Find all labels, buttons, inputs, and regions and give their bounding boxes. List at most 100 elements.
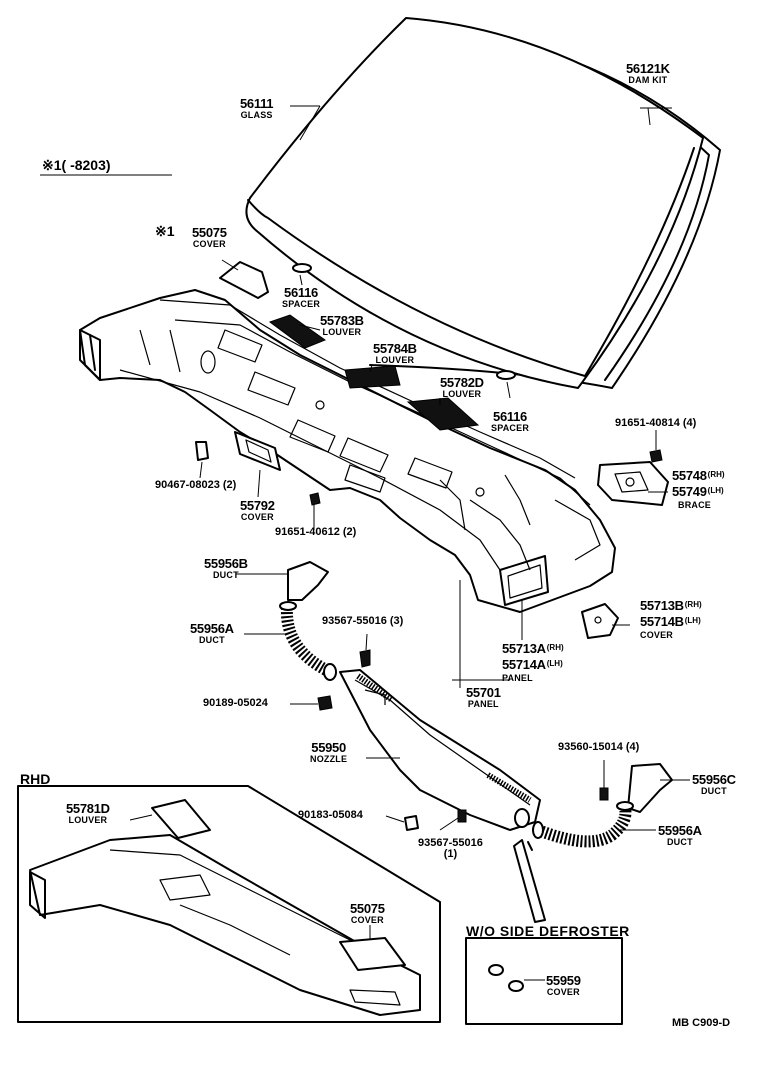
brace-shape — [597, 461, 669, 506]
part-side: (RH) — [546, 643, 564, 652]
part-number: 56116 — [493, 409, 527, 424]
part-desc: SPACER — [491, 423, 530, 433]
clip-90183-shape — [404, 815, 419, 831]
part-number: 55956C — [692, 772, 736, 787]
part-desc: LOUVER — [322, 327, 362, 337]
rhd-panel — [29, 799, 421, 1016]
diagram-code: MB C909-D — [672, 1017, 731, 1029]
part-desc: COVER — [240, 512, 274, 522]
cover-55713b-shape — [581, 603, 619, 639]
part-desc: LOUVER — [375, 355, 415, 365]
windshield-glass — [245, 17, 721, 389]
part-number: 55075 — [192, 225, 227, 240]
part-desc: GLASS — [240, 110, 273, 120]
leader-lines — [129, 105, 690, 981]
label-clip-90183: 90183-05084 — [298, 809, 363, 821]
rhd-label: RHD — [20, 771, 51, 787]
part-qty: (1) — [443, 848, 458, 860]
part-desc: PANEL — [467, 699, 499, 709]
part-desc: NOZZLE — [310, 754, 348, 764]
label-spacer-top: 56116 SPACER — [282, 286, 320, 309]
part-number: 55956A — [658, 823, 702, 838]
part-number: 56121K — [626, 61, 670, 76]
part-number: 55956A — [190, 621, 234, 636]
label-cover-55075: ※1 — [155, 224, 175, 240]
part-number: 55782D — [440, 375, 484, 390]
label-duct-55956a-right: 55956A DUCT — [658, 824, 702, 847]
part-number: 55075 — [350, 901, 385, 916]
label-panel-55713a: 55713A(RH) 55714A(LH) PANEL — [502, 641, 564, 683]
label-spacer-right: 56116 SPACER — [491, 410, 529, 433]
cover-55792-shape — [234, 431, 281, 471]
part-number: 56116 — [284, 285, 318, 300]
louvers — [268, 314, 480, 431]
part-desc: COVER — [192, 239, 226, 249]
part-side: (LH) — [684, 616, 701, 625]
label-bolt-91651-40612: 91651-40612 (2) — [275, 526, 357, 538]
label-cover-55075-text: 55075 COVER — [192, 226, 227, 249]
part-number: 55713B — [640, 598, 684, 613]
cover-55959-shape — [488, 964, 524, 992]
part-number: 55781D — [66, 801, 110, 816]
part-number: 55748 — [672, 468, 707, 483]
part-desc: SPACER — [282, 299, 321, 309]
part-number: 55792 — [240, 498, 275, 513]
part-number: 55714A — [502, 657, 546, 672]
label-duct-55956a-left: 55956A DUCT — [190, 622, 234, 645]
part-desc: DAM KIT — [628, 75, 668, 85]
part-number: 55713A — [502, 641, 546, 656]
part-side: (RH) — [707, 470, 725, 479]
part-prefix: ※1 — [155, 223, 175, 239]
wo-frame — [465, 937, 623, 1025]
part-desc: DUCT — [666, 837, 693, 847]
label-duct-55956c: 55956C DUCT — [692, 773, 736, 796]
part-number: 55783B — [320, 313, 364, 328]
nozzle-shape — [339, 669, 541, 831]
part-number: 55950 — [311, 740, 346, 755]
label-louver-55782: 55782D LOUVER — [440, 376, 484, 399]
label-louver-55784: 55784B LOUVER — [373, 342, 417, 365]
part-desc: COVER — [546, 987, 580, 997]
part-side: (RH) — [684, 600, 702, 609]
rhd-frame — [17, 785, 441, 1023]
clip-90189-shape — [317, 695, 333, 711]
label-panel-55701: 55701 PANEL — [466, 686, 501, 709]
cover-55075-shape — [219, 261, 269, 299]
part-number: 55959 — [546, 973, 581, 988]
label-bolt-91651-40814: 91651-40814 (4) — [615, 417, 697, 429]
header-note: ※1( -8203) — [42, 157, 111, 173]
part-side: (LH) — [707, 486, 724, 495]
label-screw-93560: 93560-15014 (4) — [558, 741, 640, 753]
label-cover-55959: 55959 COVER — [546, 974, 581, 997]
part-side: (LH) — [546, 659, 563, 668]
cowl-panel — [79, 289, 616, 613]
label-cover-55792: 55792 COVER — [240, 499, 275, 522]
part-desc: COVER — [640, 630, 674, 640]
screw-93560-shape — [599, 787, 609, 801]
screw-93567-3-shape — [359, 649, 371, 668]
part-desc: LOUVER — [442, 389, 482, 399]
bolt-91651-40612-shape — [309, 492, 321, 506]
label-louver-55783: 55783B LOUVER — [320, 314, 364, 337]
duct-55956b-shape — [287, 561, 329, 601]
label-cover-55075-rhd: 55075 COVER — [350, 902, 385, 925]
label-screw-93567-1: 93567-55016 (1) — [418, 838, 483, 860]
part-desc: BRACE — [678, 500, 712, 510]
duct-55956c-shape — [627, 763, 673, 813]
label-nozzle: 55950 NOZZLE — [310, 741, 347, 764]
label-plug-90467: 90467-08023 (2) — [155, 479, 237, 491]
part-desc: DUCT — [700, 786, 727, 796]
part-desc: DUCT — [212, 570, 239, 580]
duct-55956a-right-shape — [532, 801, 634, 848]
label-clip-90189: 90189-05024 — [203, 697, 268, 709]
part-number: 55784B — [373, 341, 417, 356]
label-dam-kit: 56121K DAM KIT — [626, 62, 670, 85]
part-number: 93567-55016 — [418, 837, 483, 849]
label-duct-55956b: 55956B DUCT — [204, 557, 248, 580]
label-louver-55781d: 55781D LOUVER — [66, 802, 110, 825]
wo-side-defroster-label: W/O SIDE DEFROSTER — [466, 923, 630, 939]
label-glass: 56111 GLASS — [240, 96, 274, 120]
bolt-91651-40814-shape — [649, 449, 663, 463]
part-number: 56111 — [240, 96, 274, 111]
